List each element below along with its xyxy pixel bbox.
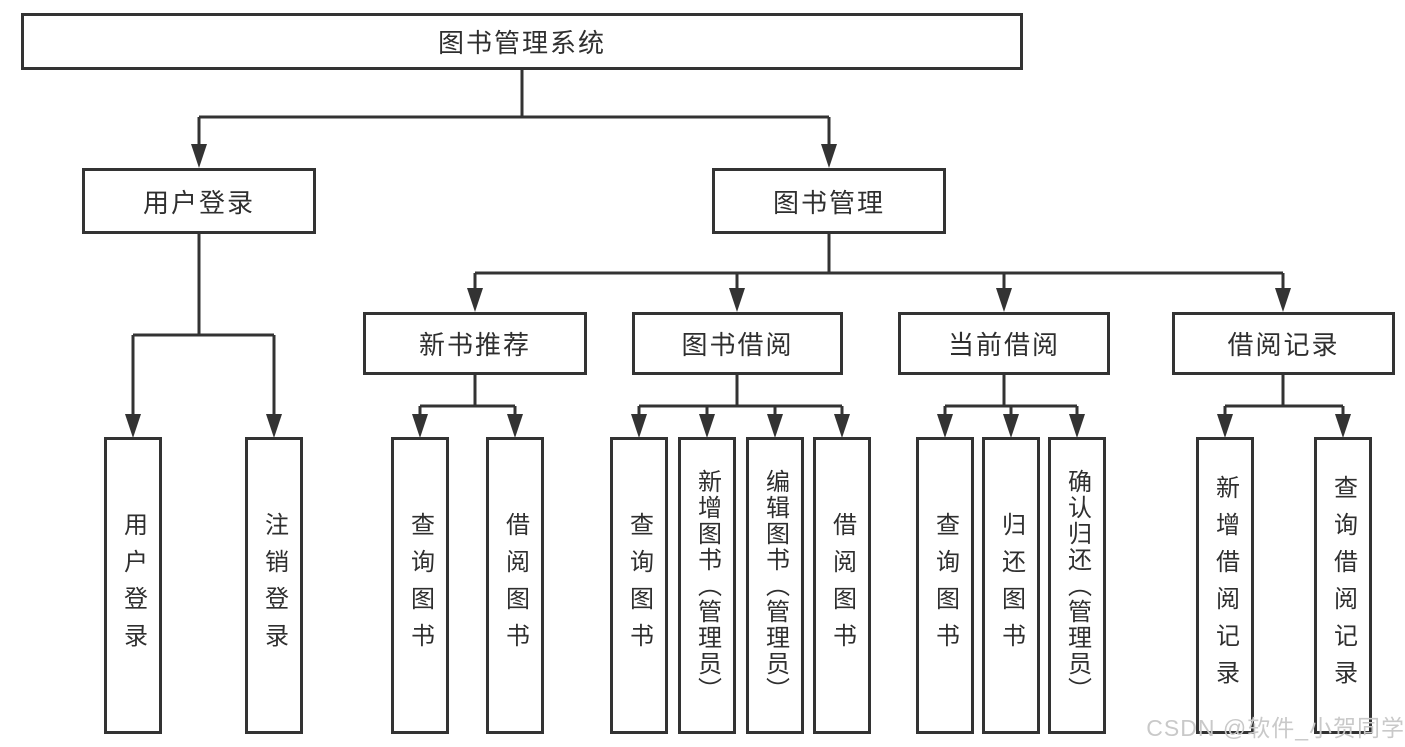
leaf-records-add-record: 新增借阅记录: [1196, 437, 1254, 734]
leaf-records-query-record: 查询借阅记录: [1314, 437, 1372, 734]
leaf-recommend-borrow-books: 借阅图书: [486, 437, 544, 734]
connector-borrowing-records-children: [1217, 375, 1351, 438]
connector-book-management-children: [467, 234, 1291, 312]
node-user-login: 用户登录: [82, 168, 316, 234]
leaf-current-return-books: 归还图书: [982, 437, 1040, 734]
leaf-borrowing-query-books: 查询图书: [610, 437, 668, 734]
leaf-recommend-query-books: 查询图书: [391, 437, 449, 734]
leaf-current-query-books: 查询图书: [916, 437, 974, 734]
connector-new-book-recommend-children: [412, 375, 523, 438]
node-library-system: 图书管理系统: [21, 13, 1023, 70]
leaf-borrowing-edit-books-admin: 编辑图书（管理员）: [746, 437, 804, 734]
node-new-book-recommend: 新书推荐: [363, 312, 587, 375]
connector-root-to-level1: [191, 70, 837, 168]
leaf-borrowing-borrow-books: 借阅图书: [813, 437, 871, 734]
leaf-current-confirm-return-admin: 确认归还（管理员）: [1048, 437, 1106, 734]
leaf-user-login: 用户登录: [104, 437, 162, 734]
connector-user-login-children: [125, 234, 282, 438]
connector-book-borrowing-children: [631, 375, 850, 438]
node-book-management: 图书管理: [712, 168, 946, 234]
leaf-logout: 注销登录: [245, 437, 303, 734]
connector-current-borrowing-children: [937, 375, 1085, 438]
csdn-watermark: CSDN @软件_小贺同学: [1146, 715, 1405, 741]
node-book-borrowing: 图书借阅: [632, 312, 843, 375]
node-current-borrowing: 当前借阅: [898, 312, 1110, 375]
node-borrowing-records: 借阅记录: [1172, 312, 1395, 375]
leaf-borrowing-add-books-admin: 新增图书（管理员）: [678, 437, 736, 734]
